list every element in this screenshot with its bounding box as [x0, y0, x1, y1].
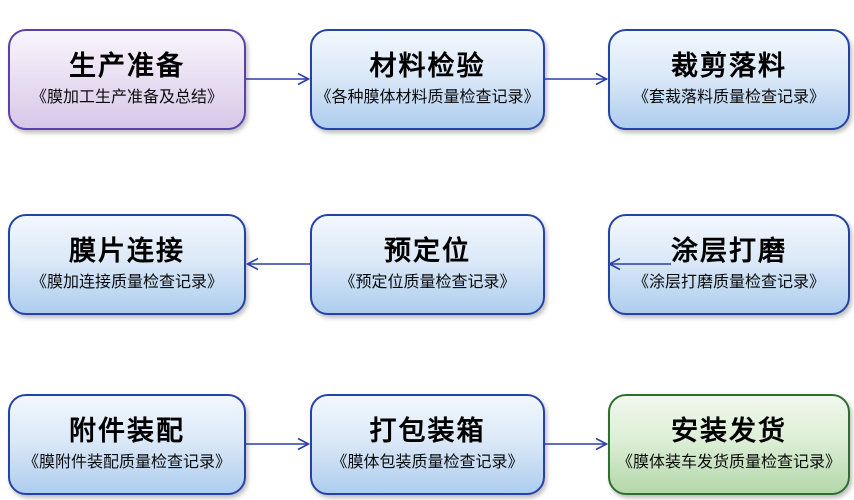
node-subtitle: 《膜体装车发货质量检查记录》: [616, 454, 841, 472]
node-title: 膜片连接: [69, 236, 185, 267]
node-title: 涂层打磨: [671, 236, 787, 267]
node-installation-shipping: 安装发货 《膜体装车发货质量检查记录》: [608, 394, 850, 495]
node-title: 材料检验: [369, 51, 486, 82]
node-subtitle: 《涂层打磨质量检查记录》: [632, 274, 825, 292]
arrow-right-inspection-to-cutting-icon: [545, 72, 609, 86]
node-accessory-assembly: 附件装配 《膜附件装配质量检查记录》: [8, 394, 246, 495]
arrow-left-polishing-to-prepositioning-icon: [607, 257, 671, 271]
node-subtitle: 《膜加连接质量检查记录》: [30, 274, 223, 292]
node-subtitle: 《膜体包装质量检查记录》: [331, 454, 524, 472]
node-subtitle: 《各种膜体材料质量检查记录》: [315, 89, 540, 107]
node-title: 打包装箱: [369, 416, 486, 447]
node-material-inspection: 材料检验 《各种膜体材料质量检查记录》: [310, 29, 545, 130]
arrow-right-packing-to-shipping-icon: [545, 437, 609, 451]
node-subtitle: 《膜加工生产准备及总结》: [30, 89, 223, 107]
node-title: 裁剪落料: [671, 51, 787, 82]
node-production-preparation: 生产准备 《膜加工生产准备及总结》: [8, 29, 246, 130]
arrow-left-prepositioning-to-connection-icon: [245, 257, 310, 271]
arrow-right-assembly-to-packing-icon: [246, 437, 311, 451]
node-membrane-connection: 膜片连接 《膜加连接质量检查记录》: [8, 214, 246, 315]
arrow-right-prep-to-inspection-icon: [246, 72, 311, 86]
node-pre-positioning: 预定位 《预定位质量检查记录》: [310, 214, 545, 315]
node-title: 预定位: [384, 236, 471, 267]
node-cutting-blanking: 裁剪落料 《套裁落料质量检查记录》: [608, 29, 850, 130]
node-title: 附件装配: [69, 416, 185, 447]
node-title: 生产准备: [69, 51, 185, 82]
node-subtitle: 《膜附件装配质量检查记录》: [22, 454, 231, 472]
node-subtitle: 《套裁落料质量检查记录》: [632, 89, 825, 107]
node-subtitle: 《预定位质量检查记录》: [339, 274, 516, 292]
node-packing-boxing: 打包装箱 《膜体包装质量检查记录》: [310, 394, 545, 495]
node-title: 安装发货: [671, 416, 787, 447]
